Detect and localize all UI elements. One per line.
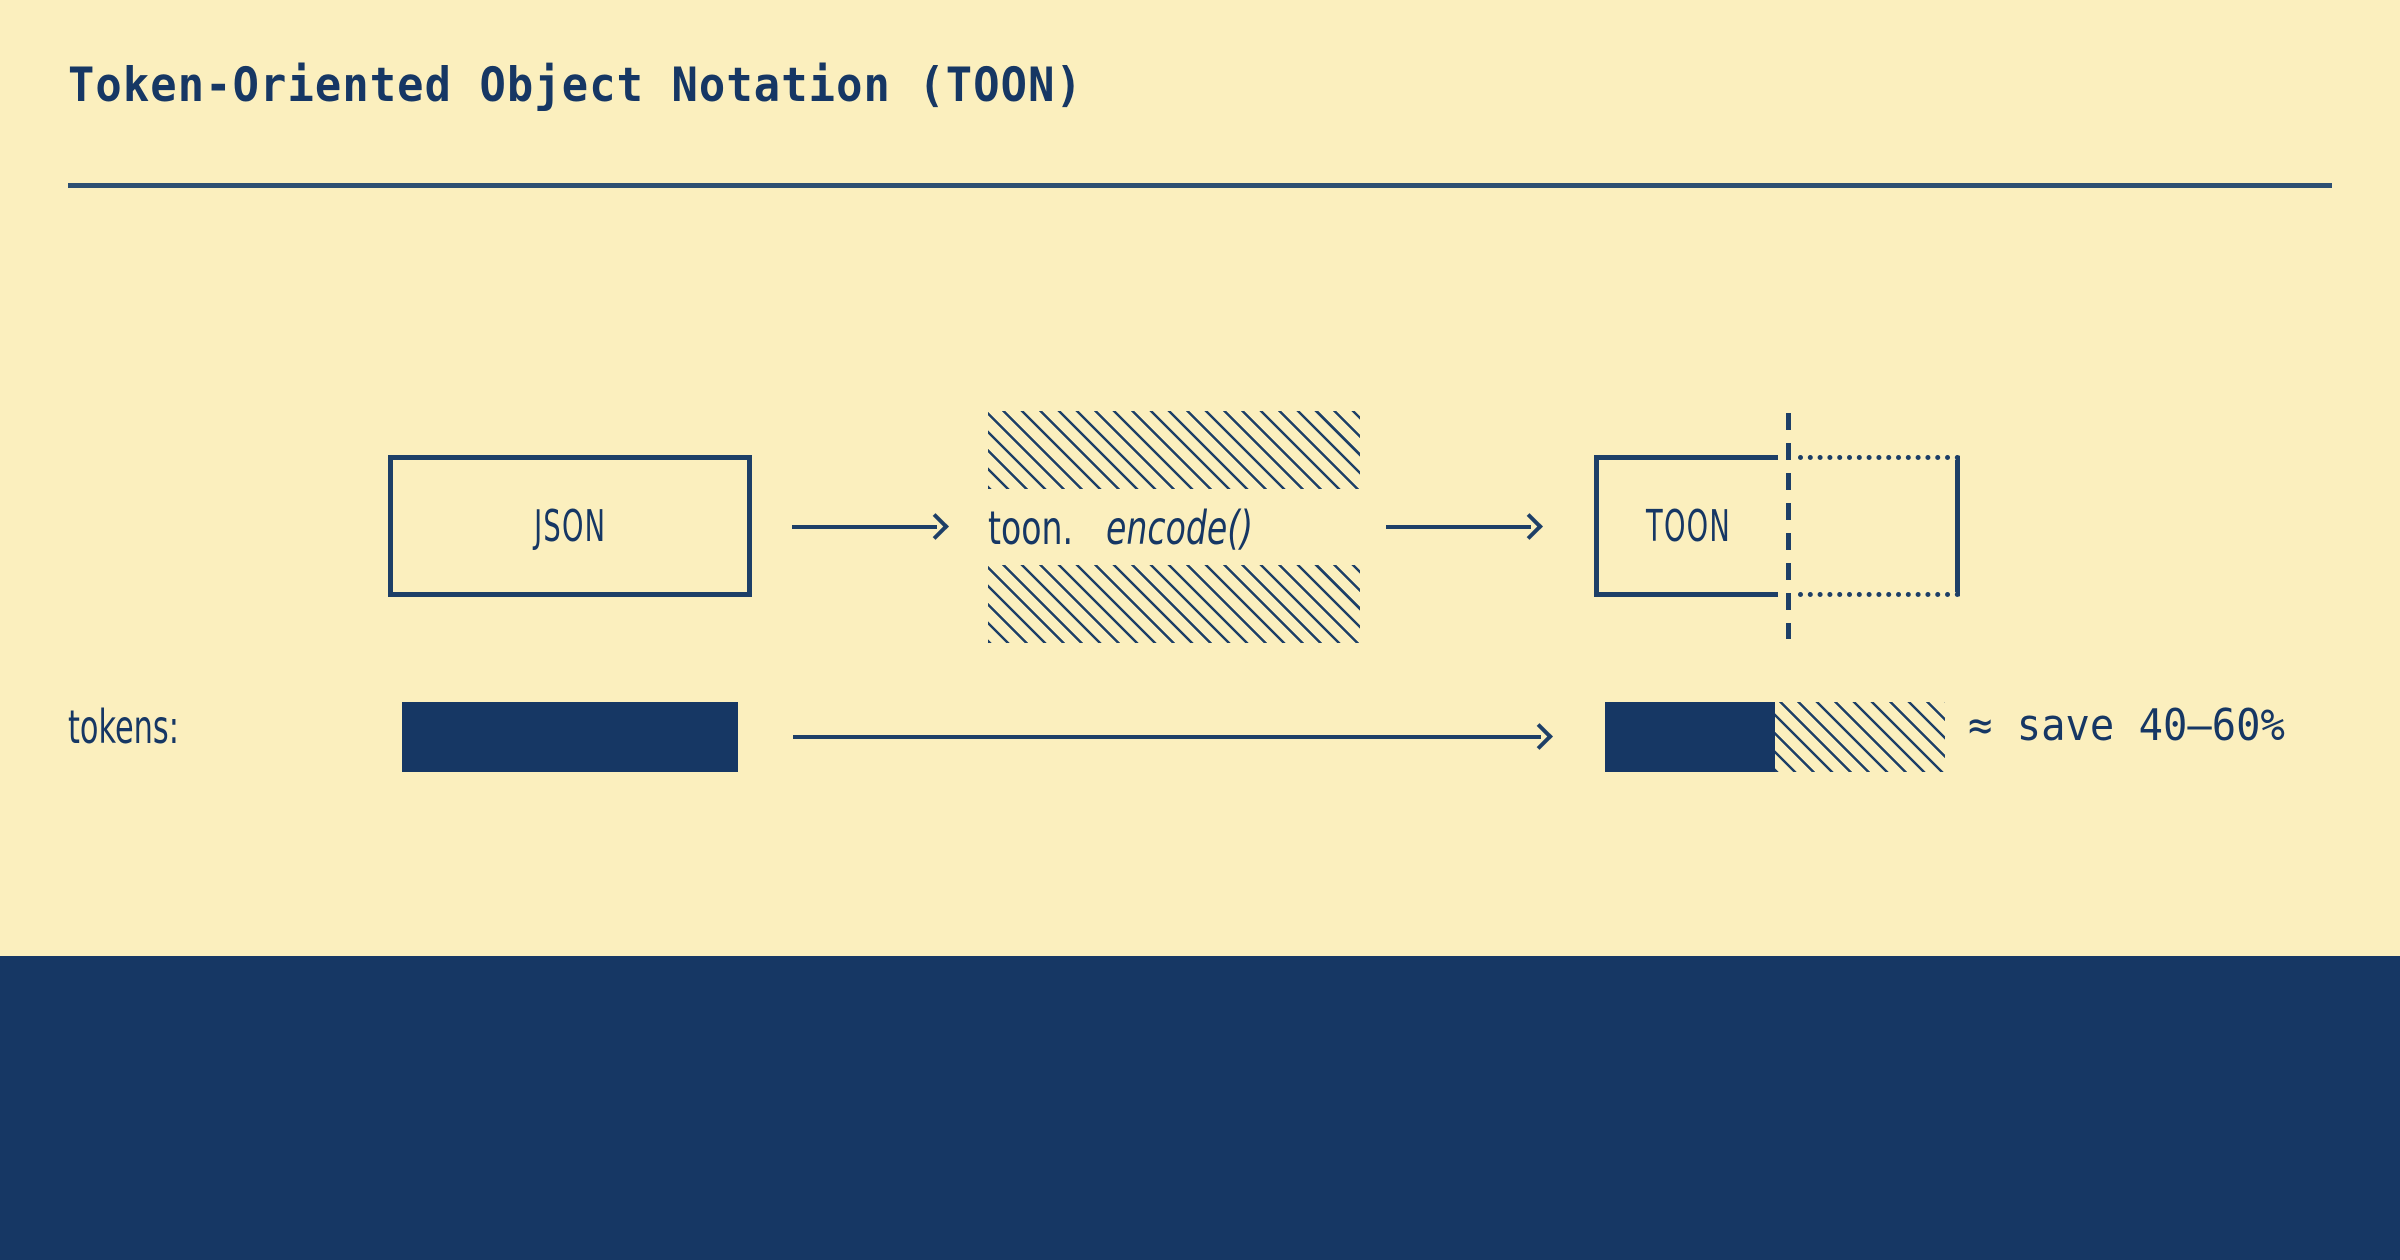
tokens-row-label: tokens: — [68, 700, 179, 754]
toon-box-dashed-divider — [1786, 413, 1791, 639]
toon-target-box: TOON — [1594, 455, 1778, 597]
encoder-label-function: encode() — [1106, 501, 1254, 555]
arrow-head — [922, 513, 949, 540]
encoder-label-namespace: toon. — [988, 501, 1074, 555]
encoder-hatch-bottom — [988, 565, 1360, 643]
toon-box-saved-space — [1798, 455, 1960, 597]
encoder-hatch-top — [988, 411, 1360, 489]
flow-arrow-output-icon — [1386, 510, 1548, 544]
tokens-bar-toon-saved — [1775, 702, 1945, 772]
tokens-bar-toon-used — [1605, 702, 1775, 772]
tokens-bar-json — [402, 702, 738, 772]
json-source-box: JSON — [388, 455, 752, 597]
header-divider — [68, 183, 2332, 188]
arrow-shaft — [792, 525, 937, 529]
encoder-label: toon. encode() — [988, 492, 1360, 564]
toon-target-box-label: TOON — [1646, 500, 1731, 552]
sample-band: sample: JSON → { "tags": ["jazz", "chill… — [0, 956, 2400, 1260]
page-title: Token-Oriented Object Notation (TOON) — [68, 58, 1083, 113]
json-source-box-label: JSON — [533, 500, 607, 552]
arrow-head — [1526, 723, 1553, 750]
tokens-savings-note: ≈ save 40–60% — [1968, 700, 2285, 751]
arrow-head — [1516, 513, 1543, 540]
arrow-shaft — [793, 735, 1541, 739]
arrow-shaft — [1386, 525, 1531, 529]
tokens-comparison-arrow-icon — [793, 720, 1559, 754]
flow-arrow-encode-icon — [792, 510, 954, 544]
